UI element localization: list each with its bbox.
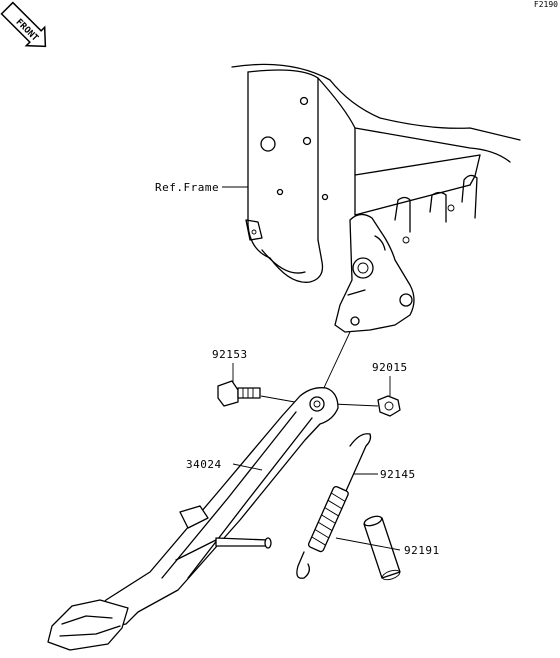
stand-leader-line xyxy=(232,463,263,471)
callout-ref-frame: Ref.Frame xyxy=(155,181,219,194)
callout-34024: 34024 xyxy=(186,458,222,471)
callout-92191: 92191 xyxy=(404,544,440,557)
side-stand-34024 xyxy=(47,387,339,651)
sleeve-leader-line xyxy=(335,537,401,551)
bolt-92153 xyxy=(217,380,261,407)
callout-92015: 92015 xyxy=(372,361,408,374)
nut-center-line xyxy=(332,403,379,407)
frame-assembly xyxy=(231,63,521,333)
callout-92145: 92145 xyxy=(380,468,416,481)
figure-code: F2190 xyxy=(534,0,558,9)
callout-92153: 92153 xyxy=(212,348,248,361)
front-arrow-icon: FRONT xyxy=(0,1,47,48)
nut-92015 xyxy=(377,395,401,417)
pivot-center-line xyxy=(321,331,351,393)
spring-92145 xyxy=(296,433,372,579)
sleeve-92191 xyxy=(363,515,401,581)
